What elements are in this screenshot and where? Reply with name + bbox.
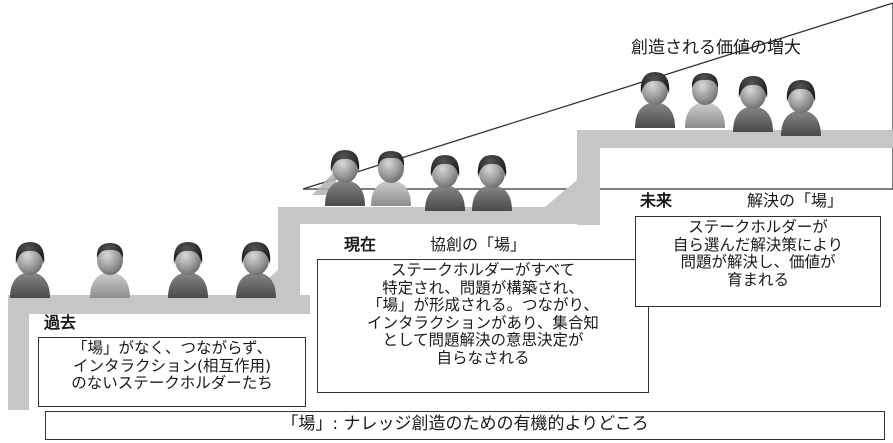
description-line: インタラクションがあり、集合知 bbox=[367, 313, 599, 332]
description-line: のないステークホルダーたち bbox=[71, 374, 273, 392]
stage-heading-future: 未来 bbox=[640, 191, 673, 210]
stage-heading-past: 過去 bbox=[44, 313, 77, 332]
stage-subtitle-future: 解決の「場」 bbox=[747, 191, 844, 210]
description-line: 「場」がなく、つながらず、 bbox=[71, 339, 273, 357]
stage-description-future: ステークホルダーが 自ら選んだ解決策により 問題が解決し、価値が 育まれる bbox=[635, 216, 881, 307]
person-icon-group-past bbox=[10, 242, 276, 298]
footer-text: 「場」: ナレッジ創造のための有機的よりどころ bbox=[281, 414, 649, 434]
description-line: 「場」が形成される。つながり、 bbox=[367, 296, 599, 314]
description-line: ステークホルダーがすべて bbox=[390, 261, 576, 279]
description-line: ステークホルダーが bbox=[688, 218, 828, 236]
description-line: として問題解決の意思決定が bbox=[382, 331, 584, 349]
description-line: インタラクション(相互作用) bbox=[72, 356, 272, 375]
stage-heading-present: 現在 bbox=[344, 235, 377, 254]
description-line: 問題が解決し、価値が bbox=[680, 253, 836, 271]
description-line: 自らなされる bbox=[436, 348, 530, 367]
description-line: 特定され、問題が構築され、 bbox=[382, 278, 584, 297]
description-line: 自ら選んだ解決策により bbox=[672, 235, 844, 254]
value-growth-label: 創造される価値の増大 bbox=[631, 38, 801, 58]
footer-definition: 「場」: ナレッジ創造のための有機的よりどころ bbox=[45, 411, 885, 440]
stage-subtitle-present: 協創の「場」 bbox=[430, 235, 527, 254]
stage-description-past: 「場」がなく、つながらず、 インタラクション(相互作用) のないステークホルダー… bbox=[38, 337, 306, 407]
description-line: 育まれる bbox=[726, 270, 789, 289]
stage-description-present: ステークホルダーがすべて 特定され、問題が構築され、 「場」が形成される。つなが… bbox=[317, 259, 649, 393]
